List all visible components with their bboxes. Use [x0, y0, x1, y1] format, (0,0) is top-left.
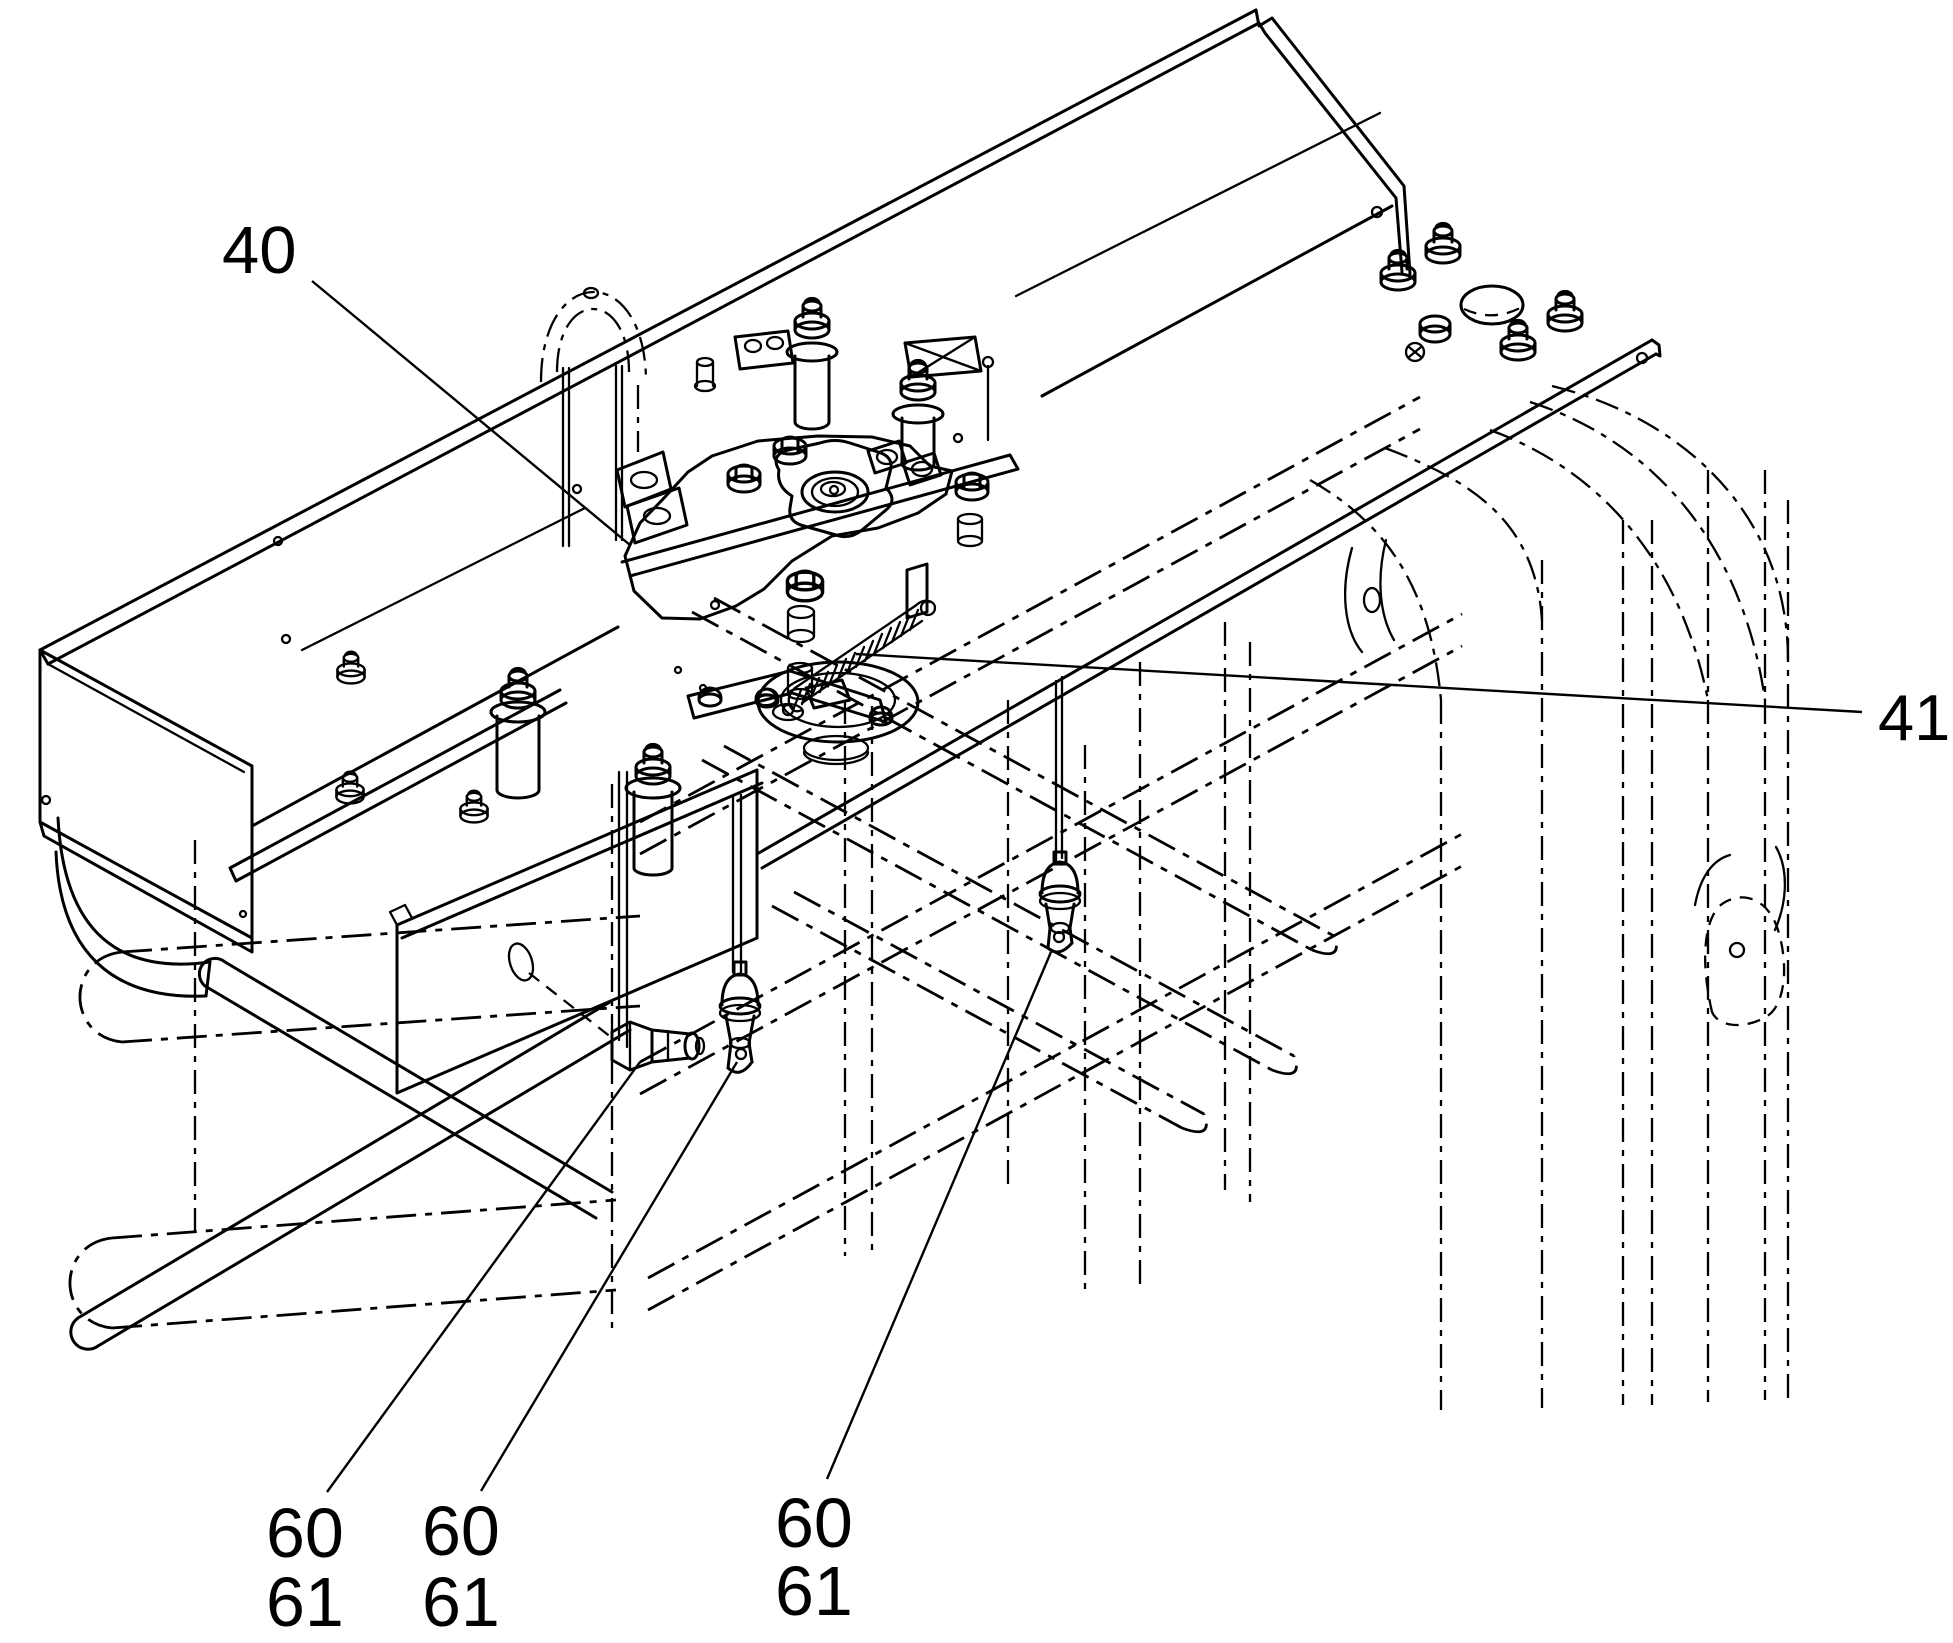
terminal-block — [903, 335, 983, 379]
ref-label-61-a: 61 — [266, 1563, 344, 1641]
leader-lines — [311, 280, 1863, 1493]
ref-label-61-b: 61 — [422, 1563, 500, 1641]
hex-bolt — [726, 463, 762, 494]
hex-nut — [459, 789, 489, 824]
carrier-bar — [620, 453, 1020, 578]
ref-label-60-b: 60 — [422, 1492, 500, 1570]
electrode-wire — [731, 793, 743, 974]
electrode-wire — [1054, 675, 1064, 864]
stud-spacer-2 — [624, 742, 682, 877]
electrode-assembly-3 — [1038, 675, 1082, 954]
hex-bolt — [785, 569, 825, 603]
leader-60-61-c — [825, 951, 1053, 1480]
hex-nut — [336, 650, 366, 685]
ref-label-61-c: 61 — [775, 1552, 853, 1630]
electrode-assembly-1 — [610, 770, 706, 1072]
burner-tube-array — [54, 286, 1790, 1410]
motor — [774, 439, 894, 539]
ref-label-41: 41 — [1878, 681, 1950, 754]
deck-hardware — [335, 221, 1584, 877]
electrode-wire — [617, 770, 629, 1049]
ref-label-40: 40 — [222, 213, 297, 288]
stud-spacer-3 — [785, 296, 839, 431]
flat-nut — [1418, 314, 1452, 344]
leader-41 — [855, 652, 1863, 714]
hex-nut — [1424, 221, 1462, 265]
electrode-bracket — [610, 1020, 654, 1072]
cam-disc — [756, 660, 920, 766]
leader-40 — [311, 280, 631, 546]
leader-60-61-b — [479, 1061, 739, 1492]
stud-spacer-1 — [489, 666, 547, 800]
leader-60-61-a — [326, 1061, 641, 1493]
hex-nut — [1546, 289, 1584, 333]
ref-label-60-a: 60 — [266, 1494, 344, 1572]
hex-nut — [1499, 318, 1537, 362]
electrode-assembly-2 — [718, 793, 762, 1074]
deck-hole — [1459, 284, 1525, 326]
mounting-plate — [623, 434, 954, 621]
actuator-assembly — [615, 329, 1020, 766]
housing-channel — [38, 8, 1662, 1095]
phillips-screw — [1404, 341, 1426, 363]
ref-label-60-c: 60 — [775, 1484, 853, 1562]
